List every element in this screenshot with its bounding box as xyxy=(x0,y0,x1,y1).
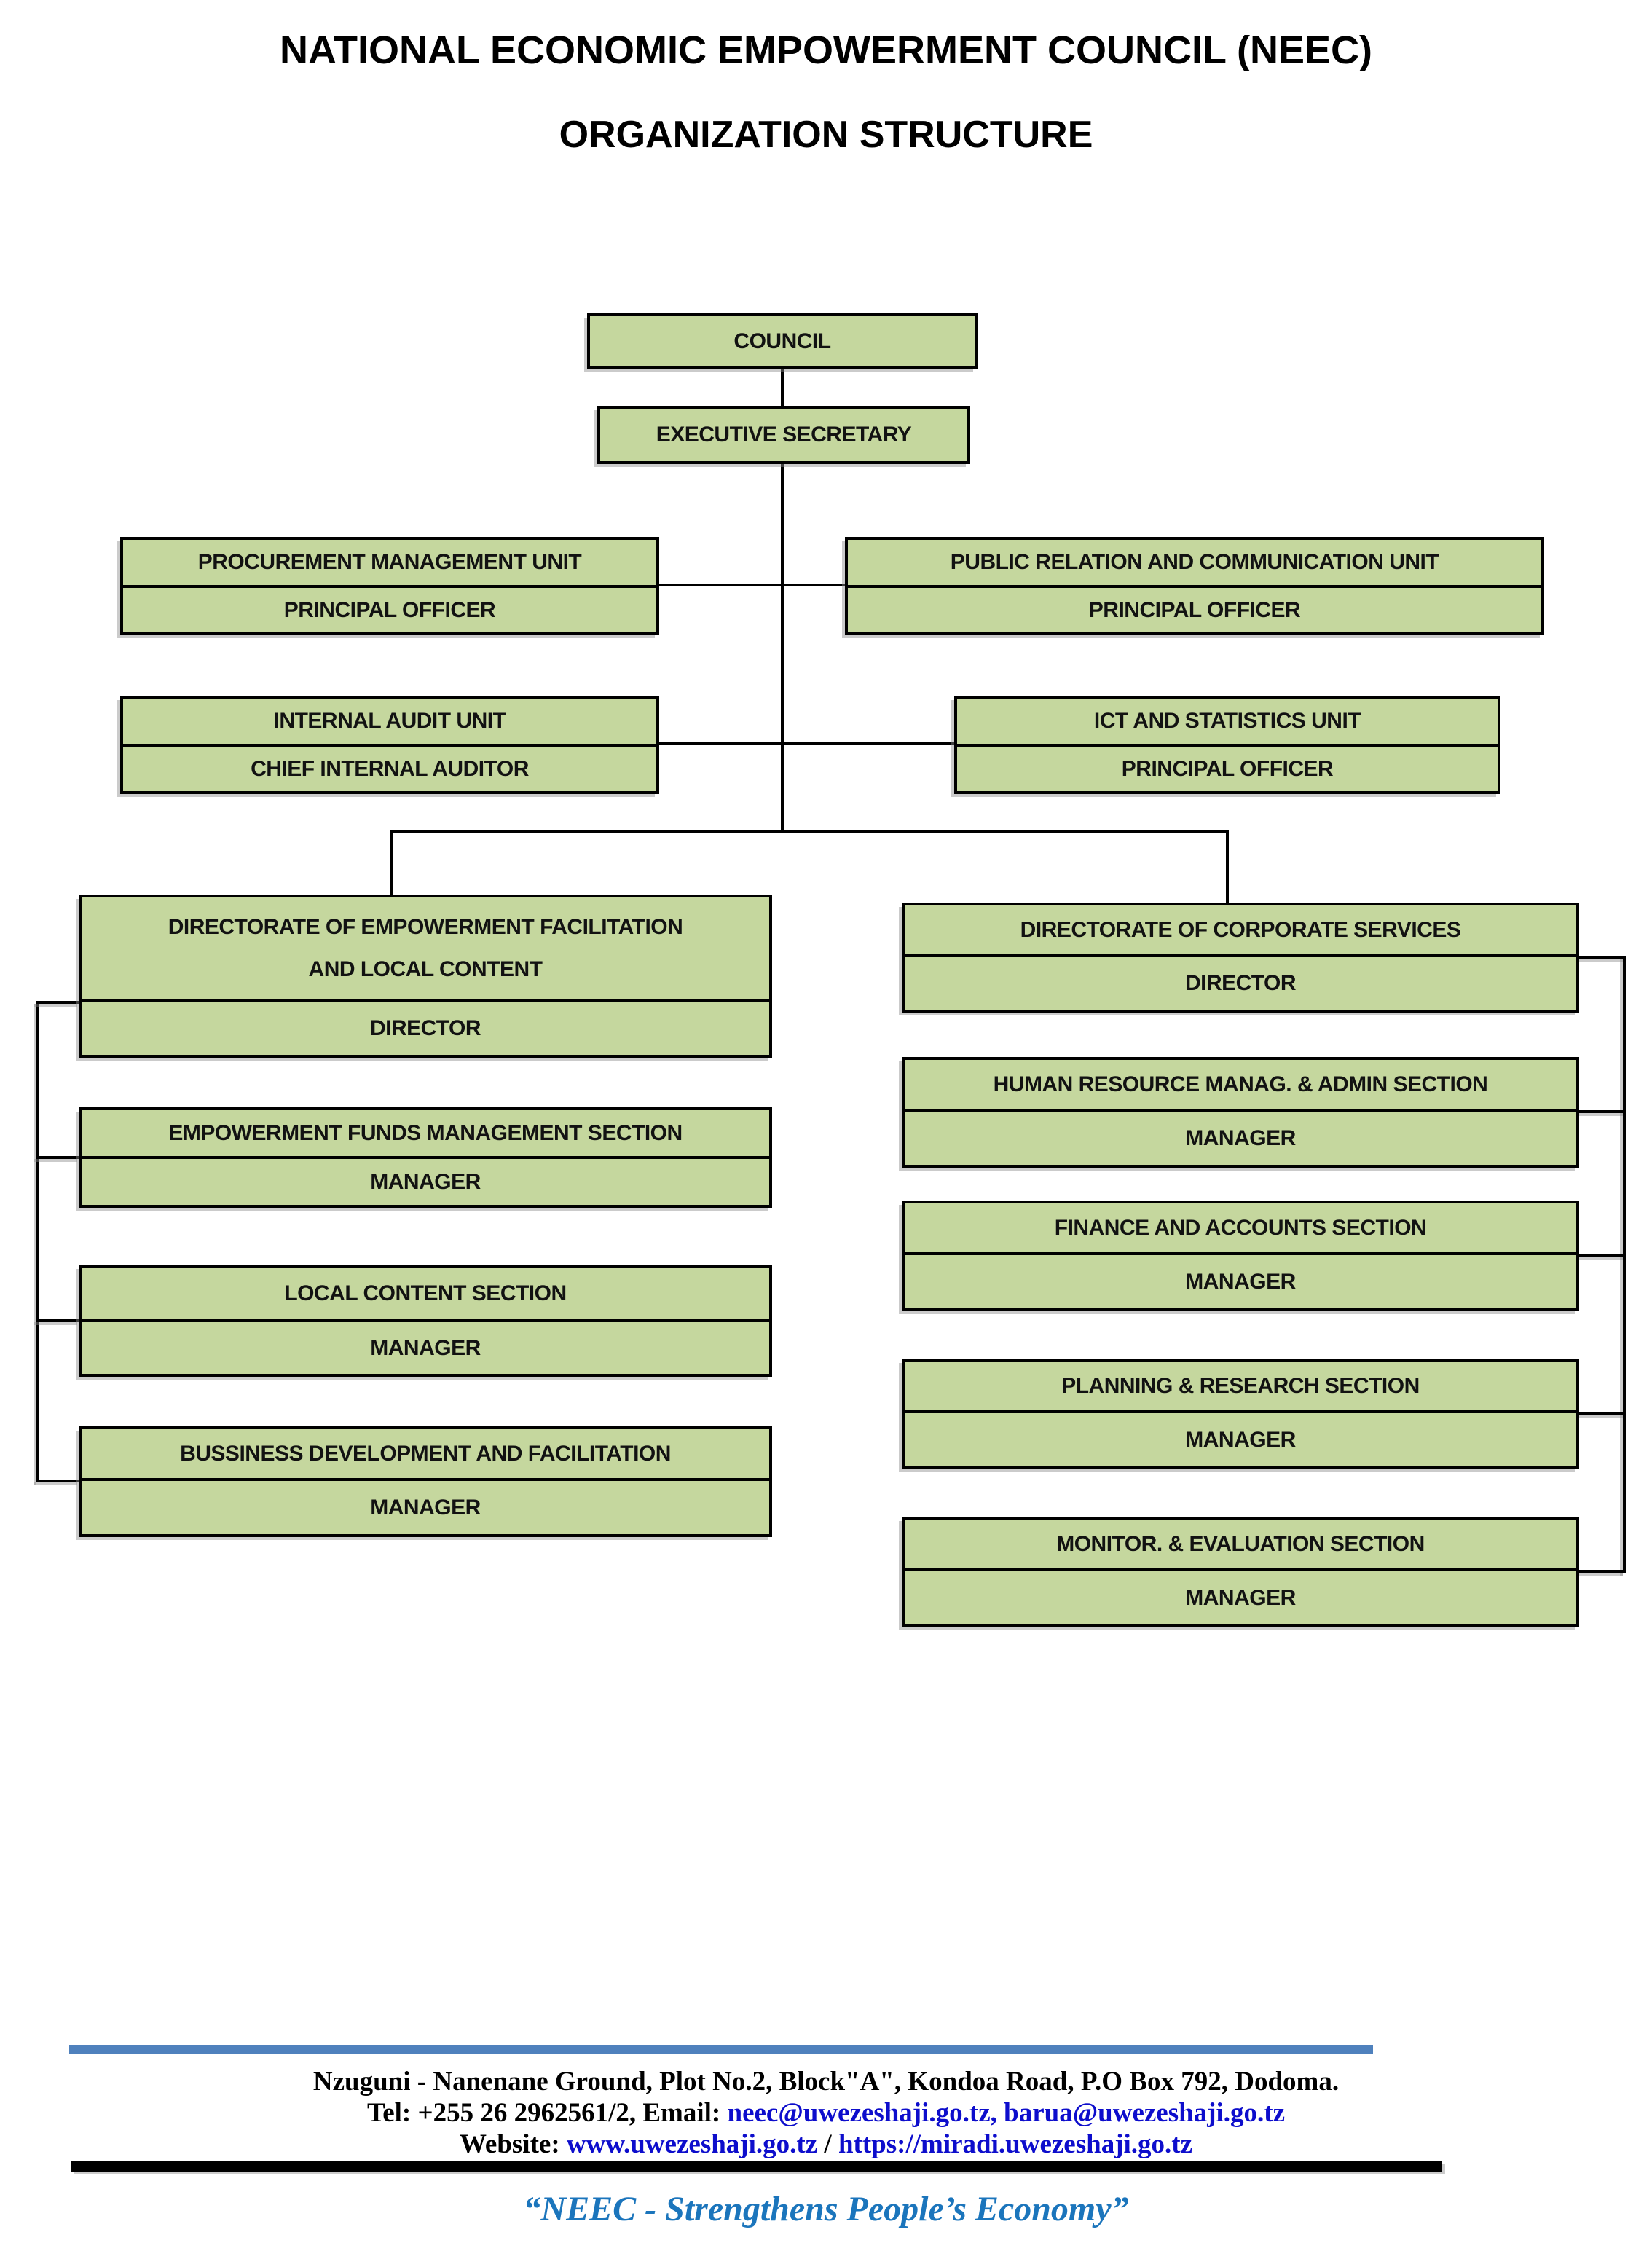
right-branch-human-resource xyxy=(1578,1110,1626,1113)
unit-box-procurement: PROCUREMENT MANAGEMENT UNIT PRINCIPAL OF… xyxy=(120,537,659,635)
directorate-box-empowerment-facilitation: DIRECTORATE OF EMPOWERMENT FACILITATION … xyxy=(79,895,772,1058)
left-branch-empowerment-funds xyxy=(36,1156,80,1159)
executive-secretary-box: EXECUTIVE SECRETARY xyxy=(597,406,970,464)
section-head: MANAGER xyxy=(370,1495,481,1520)
website-link-1[interactable]: www.uwezeshaji.go.tz xyxy=(566,2129,818,2159)
connector-drop-right-directorate xyxy=(1226,830,1229,904)
unit-box-internal-audit: INTERNAL AUDIT UNIT CHIEF INTERNAL AUDIT… xyxy=(120,696,659,794)
footer-tel-label: Tel: +255 26 2962561/2, Email: xyxy=(366,2098,728,2128)
section-title: MONITOR. & EVALUATION SECTION xyxy=(905,1520,1576,1571)
section-box-finance-accounts: FINANCE AND ACCOUNTS SECTION MANAGER xyxy=(902,1201,1579,1311)
directorate-head: DIRECTOR xyxy=(369,1016,481,1040)
section-head: MANAGER xyxy=(1185,1125,1296,1150)
section-box-local-content: LOCAL CONTENT SECTION MANAGER xyxy=(79,1265,772,1377)
right-branch-monitoring xyxy=(1578,1570,1626,1573)
right-branch-director xyxy=(1578,956,1626,959)
connector-council-execsecretary xyxy=(781,369,784,406)
left-rail xyxy=(36,1001,39,1482)
section-title: FINANCE AND ACCOUNTS SECTION xyxy=(905,1203,1576,1255)
section-head: MANAGER xyxy=(370,1169,481,1194)
section-title: PLANNING & RESEARCH SECTION xyxy=(905,1362,1576,1413)
left-branch-director xyxy=(36,1001,80,1004)
footer-accent-bar xyxy=(69,2045,1373,2054)
section-box-human-resource: HUMAN RESOURCE MANAG. & ADMIN SECTION MA… xyxy=(902,1057,1579,1168)
directorate-title-line2: AND LOCAL CONTENT xyxy=(308,957,543,981)
section-title: HUMAN RESOURCE MANAG. & ADMIN SECTION xyxy=(905,1060,1576,1112)
left-branch-local-content xyxy=(36,1319,80,1322)
section-title: LOCAL CONTENT SECTION xyxy=(82,1268,769,1322)
footer-divider-bar xyxy=(71,2161,1442,2172)
unit-title: PUBLIC RELATION AND COMMUNICATION UNIT xyxy=(848,540,1541,588)
council-title: COUNCIL xyxy=(733,329,831,353)
connector-units-row1 xyxy=(659,584,845,586)
unit-box-public-relation: PUBLIC RELATION AND COMMUNICATION UNIT P… xyxy=(845,537,1544,635)
section-head: MANAGER xyxy=(1185,1427,1296,1452)
footer-tagline: “NEEC - Strengthens People’s Economy” xyxy=(523,2190,1129,2228)
right-rail xyxy=(1623,956,1626,1573)
directorate-title: DIRECTORATE OF EMPOWERMENT FACILITATION … xyxy=(82,897,769,1002)
unit-box-ict-statistics: ICT AND STATISTICS UNIT PRINCIPAL OFFICE… xyxy=(954,696,1500,794)
footer-contact-block: Nzuguni - Nanenane Ground, Plot No.2, Bl… xyxy=(0,2066,1652,2160)
connector-directorates-crossbar xyxy=(390,830,1229,833)
email-link-1[interactable]: neec@uwezeshaji.go.tz, xyxy=(727,2098,1004,2128)
section-head: MANAGER xyxy=(1185,1269,1296,1294)
connector-execsecretary-trunk xyxy=(781,464,784,832)
section-box-monitoring-evaluation: MONITOR. & EVALUATION SECTION MANAGER xyxy=(902,1517,1579,1627)
section-title: BUSSINESS DEVELOPMENT AND FACILITATION xyxy=(82,1429,769,1481)
section-box-empowerment-funds: EMPOWERMENT FUNDS MANAGEMENT SECTION MAN… xyxy=(79,1107,772,1208)
unit-officer: PRINCIPAL OFFICER xyxy=(283,597,496,622)
unit-officer: PRINCIPAL OFFICER xyxy=(1121,756,1334,781)
right-branch-finance xyxy=(1578,1254,1626,1257)
council-box: COUNCIL xyxy=(587,313,978,369)
connector-units-row2 xyxy=(659,742,954,745)
page-subtitle: ORGANIZATION STRUCTURE xyxy=(559,114,1093,156)
directorate-title-line1: DIRECTORATE OF EMPOWERMENT FACILITATION xyxy=(168,915,683,939)
footer-separator: / xyxy=(817,2129,838,2159)
footer-address: Nzuguni - Nanenane Ground, Plot No.2, Bl… xyxy=(312,2067,1340,2097)
section-title: EMPOWERMENT FUNDS MANAGEMENT SECTION xyxy=(82,1110,769,1159)
unit-officer: PRINCIPAL OFFICER xyxy=(1088,597,1301,622)
unit-officer: CHIEF INTERNAL AUDITOR xyxy=(251,756,529,781)
website-link-2[interactable]: https://miradi.uwezeshaji.go.tz xyxy=(838,2129,1193,2159)
connector-drop-left-directorate xyxy=(390,830,393,896)
section-box-bussiness-development: BUSSINESS DEVELOPMENT AND FACILITATION M… xyxy=(79,1426,772,1537)
section-head: MANAGER xyxy=(1185,1585,1296,1610)
unit-title: INTERNAL AUDIT UNIT xyxy=(123,699,656,747)
footer-website-label: Website: xyxy=(459,2129,567,2159)
email-link-2[interactable]: barua@uwezeshaji.go.tz xyxy=(1004,2098,1286,2128)
executive-secretary-title: EXECUTIVE SECRETARY xyxy=(656,423,912,447)
section-head: MANAGER xyxy=(370,1335,481,1360)
directorate-title: DIRECTORATE OF CORPORATE SERVICES xyxy=(905,905,1576,957)
footer-website-line: Website: www.uwezeshaji.go.tz / https://… xyxy=(0,2129,1652,2160)
unit-title: PROCUREMENT MANAGEMENT UNIT xyxy=(123,540,656,588)
section-box-planning-research: PLANNING & RESEARCH SECTION MANAGER xyxy=(902,1359,1579,1469)
right-branch-planning xyxy=(1578,1412,1626,1415)
directorate-box-corporate-services: DIRECTORATE OF CORPORATE SERVICES DIRECT… xyxy=(902,903,1579,1013)
page-title: NATIONAL ECONOMIC EMPOWERMENT COUNCIL (N… xyxy=(280,28,1372,72)
left-branch-bussiness-development xyxy=(36,1480,80,1482)
footer-contact-line: Tel: +255 26 2962561/2, Email: neec@uwez… xyxy=(0,2097,1652,2129)
directorate-head: DIRECTOR xyxy=(1184,971,1297,995)
unit-title: ICT AND STATISTICS UNIT xyxy=(957,699,1498,747)
